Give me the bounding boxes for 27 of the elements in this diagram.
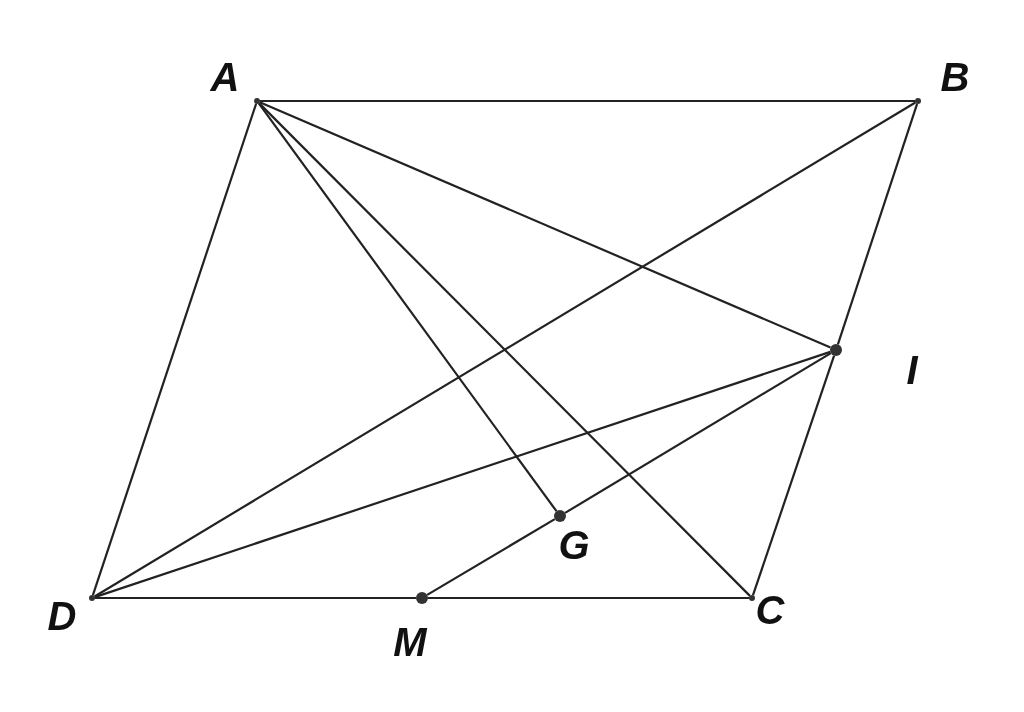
- point-label: B: [940, 55, 970, 99]
- point-label: C: [755, 588, 785, 632]
- line-segment: [258, 102, 751, 597]
- point: [89, 595, 95, 601]
- line-segment: [94, 101, 916, 598]
- line-segment: [260, 99, 915, 103]
- point: [749, 595, 755, 601]
- point: [554, 510, 566, 522]
- line-segment: [91, 103, 258, 596]
- line-segment: [257, 102, 558, 512]
- point: [915, 98, 921, 104]
- point: [254, 98, 260, 104]
- line-segment: [564, 352, 832, 514]
- point-label: D: [47, 594, 77, 638]
- point-label: M: [393, 620, 427, 664]
- point-label: I: [906, 348, 918, 392]
- point: [830, 344, 842, 356]
- line-segment: [428, 596, 749, 600]
- line-segment: [836, 103, 919, 345]
- line-segment: [426, 518, 556, 596]
- line-segment: [259, 101, 831, 349]
- point: [416, 592, 428, 604]
- line-segment: [95, 596, 416, 600]
- point-label: G: [558, 523, 590, 567]
- line-segment: [94, 350, 831, 599]
- line-segment: [751, 355, 836, 596]
- point-label: A: [210, 55, 240, 99]
